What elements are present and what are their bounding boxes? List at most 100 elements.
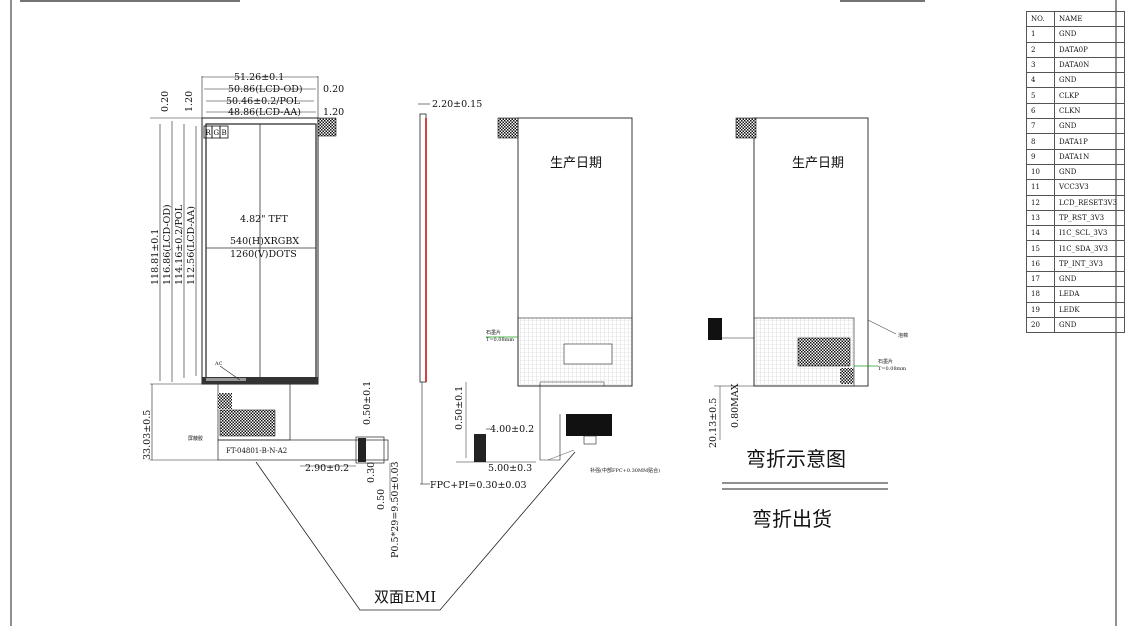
pin-number: 6 bbox=[1026, 102, 1055, 120]
pin-number: 4 bbox=[1026, 72, 1055, 89]
pin-number: 20 bbox=[1026, 316, 1055, 334]
pin-number: 3 bbox=[1026, 56, 1055, 74]
panel-res-v-text: 1260(V)DOTS bbox=[230, 249, 297, 260]
pin-name: GND bbox=[1054, 271, 1125, 288]
pin-name: GND bbox=[1054, 316, 1125, 334]
pin-name: LEDA bbox=[1054, 286, 1125, 303]
pin-name: GND bbox=[1054, 163, 1125, 181]
pin-number: 18 bbox=[1026, 286, 1055, 303]
pin-name: TP_INT_3V3 bbox=[1054, 255, 1125, 273]
pin-name: CLKN bbox=[1054, 102, 1125, 120]
pin-number: 16 bbox=[1026, 255, 1055, 273]
bend-diagram-caption: 弯折示意图 bbox=[746, 447, 846, 471]
fpc-pi-dim: FPC+PI=0.30±0.03 bbox=[430, 480, 527, 491]
pin-number: 19 bbox=[1026, 301, 1055, 318]
dim-right-aa: 1.20 bbox=[323, 107, 344, 118]
bent-graphite-label: 石墨片 bbox=[878, 358, 893, 365]
pin-number: 10 bbox=[1026, 163, 1055, 181]
panel-res-h-text: 540(H)XRGBX bbox=[230, 236, 299, 247]
pin-number: 12 bbox=[1026, 194, 1055, 211]
back-view: 生产日期 石墨片 T=0.08mm bbox=[486, 117, 633, 461]
pin-table-header: NO. NAME bbox=[1026, 10, 1125, 28]
bend-shipping-caption: 弯折出货 bbox=[752, 507, 832, 531]
fpc-part-no: FT-04801-B-N-A2 bbox=[226, 447, 287, 455]
rgb-b: B bbox=[222, 129, 227, 137]
dim-right-top: 0.20 bbox=[323, 84, 344, 95]
pin-number: 17 bbox=[1026, 271, 1055, 288]
panel-size-text: 4.82" TFT bbox=[240, 214, 288, 225]
pin-name: DATA0P bbox=[1054, 41, 1125, 58]
dim-connector-3: 0.30 bbox=[366, 462, 377, 483]
fpc-small-label: 屏蔽胶 bbox=[188, 435, 203, 442]
pin-name: LCD_RESET3V3 bbox=[1054, 194, 1125, 211]
dim-connector-2: 2.90±0.2 bbox=[305, 463, 349, 474]
front-view: R G B 4.82" TFT 540(H)XRGBX 1260(V)DOTS … bbox=[142, 72, 401, 558]
side-profile bbox=[419, 113, 427, 383]
pin-number: 11 bbox=[1026, 179, 1055, 196]
dim-connector-4: 0.50 bbox=[376, 489, 387, 510]
pin-number: 9 bbox=[1026, 148, 1055, 165]
pin-header-name: NAME bbox=[1054, 10, 1125, 28]
pin-number: 2 bbox=[1026, 41, 1055, 58]
pin-number: 14 bbox=[1026, 225, 1055, 242]
pin-number: 7 bbox=[1026, 118, 1055, 135]
pin-name: I1C_SDA_3V3 bbox=[1054, 240, 1125, 257]
side-dim-3: 5.00±0.3 bbox=[488, 463, 532, 474]
connector bbox=[355, 436, 385, 464]
bent-side-tag: 泡棉 bbox=[898, 332, 908, 339]
pin-name: I1C_SCL_3V3 bbox=[1054, 225, 1125, 242]
dim-top-2: 50.86(LCD-OD) bbox=[228, 84, 303, 95]
pin-name: DATA1P bbox=[1054, 133, 1125, 150]
pin-name: VCC3V3 bbox=[1054, 179, 1125, 196]
back-graphite-label: 石墨片 bbox=[486, 329, 501, 336]
rgb-g: G bbox=[214, 129, 220, 137]
bent-date-label: 生产日期 bbox=[792, 156, 844, 171]
pin-name: GND bbox=[1054, 118, 1125, 135]
double-emi-caption: 双面EMI bbox=[374, 588, 436, 606]
back-date-label: 生产日期 bbox=[550, 156, 602, 171]
dim-top-1: 51.26±0.1 bbox=[234, 72, 284, 83]
side-small-note: 补强(中部FPC+0.30MM贴合) bbox=[590, 467, 660, 474]
rgb-r: R bbox=[206, 129, 212, 137]
dim-left-2: 116.86(LCD-OD) bbox=[162, 204, 173, 285]
dim-left-top-2: 1.20 bbox=[184, 91, 195, 112]
pin-name: LEDK bbox=[1054, 301, 1125, 318]
dim-left-top-1: 0.20 bbox=[160, 91, 171, 112]
stiffener bbox=[566, 414, 612, 436]
dim-left-4: 112.56(LCD-AA) bbox=[186, 206, 197, 285]
pin-number: 15 bbox=[1026, 240, 1055, 257]
side-thickness-dim: 2.20±0.15 bbox=[432, 99, 482, 110]
pin-number: 5 bbox=[1026, 87, 1055, 104]
pin-name: DATA0N bbox=[1054, 56, 1125, 74]
pin-name: GND bbox=[1054, 72, 1125, 89]
pin-name: GND bbox=[1054, 26, 1125, 43]
pin-name: DATA1N bbox=[1054, 148, 1125, 165]
dim-top-3: 50.46±0.2/POL bbox=[226, 96, 301, 107]
back-graphite-thickness: T=0.08mm bbox=[486, 337, 514, 343]
pin-number: 8 bbox=[1026, 133, 1055, 150]
pin-number: 13 bbox=[1026, 209, 1055, 227]
dim-connector-pitch: P0.5*29=9.50±0.03 bbox=[390, 461, 401, 558]
dim-left-1: 118.81±0.1 bbox=[150, 229, 161, 285]
bent-graphite-thickness: T=0.08mm bbox=[878, 366, 906, 372]
emi-leader-lines bbox=[255, 451, 576, 611]
pin-number: 1 bbox=[1026, 26, 1055, 43]
bent-view: 生产日期 石墨片 T=0.08mm 泡棉 20.13±0.5 0.80MAX bbox=[708, 117, 908, 448]
dim-connector-1: 0.50±0.1 bbox=[362, 381, 373, 425]
